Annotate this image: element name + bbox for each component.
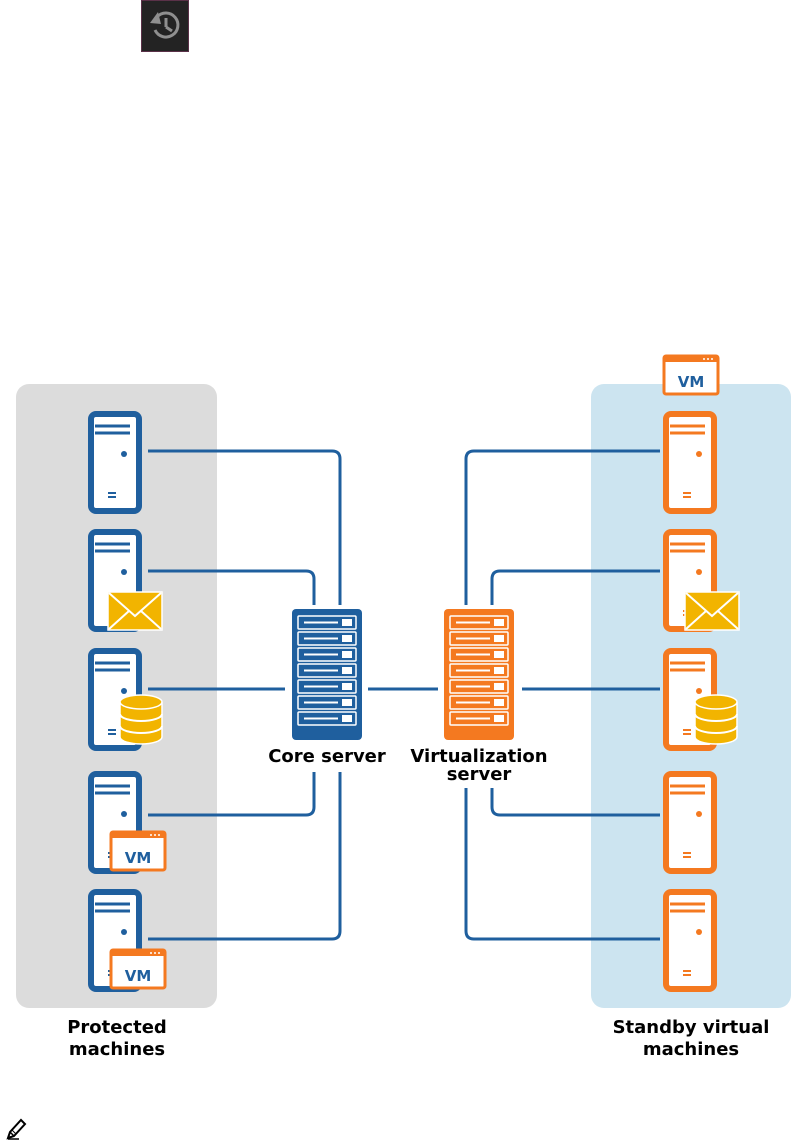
svg-text:VM: VM bbox=[678, 373, 705, 391]
mail-icon bbox=[107, 591, 163, 631]
standby-vm-badge: VM bbox=[662, 354, 720, 396]
standby-connections bbox=[464, 449, 660, 941]
pencil-note-icon bbox=[6, 1117, 28, 1145]
connection-line bbox=[464, 449, 660, 605]
virtualization-server-label-line1: Virtualization bbox=[410, 746, 547, 767]
svg-text:VM: VM bbox=[125, 967, 152, 985]
database-icon bbox=[119, 694, 163, 745]
protected-machines-label-line1: Protected bbox=[67, 1017, 167, 1038]
virtualization-server-rack bbox=[444, 609, 514, 740]
replication-diagram: VM VM VM bbox=[16, 354, 791, 1060]
protected-connections bbox=[148, 449, 438, 941]
standby-machines-label-line1: Standby virtual bbox=[613, 1017, 770, 1038]
svg-text:VM: VM bbox=[125, 849, 152, 867]
core-server-label: Core server bbox=[268, 746, 386, 767]
connection-line bbox=[148, 772, 316, 817]
vm-badge: VM bbox=[109, 830, 167, 872]
protected-machine: VM bbox=[91, 892, 167, 990]
standby-machine bbox=[666, 414, 714, 511]
connection-line bbox=[148, 569, 316, 605]
standby-machine bbox=[666, 774, 714, 871]
connection-line bbox=[148, 772, 342, 941]
connection-line bbox=[490, 569, 660, 605]
connection-line bbox=[464, 788, 660, 941]
database-icon bbox=[694, 694, 738, 745]
vm-badge: VM bbox=[109, 948, 167, 990]
protected-machine: VM bbox=[91, 774, 167, 872]
protected-machines-label-line2: machines bbox=[69, 1039, 165, 1060]
core-server-rack bbox=[292, 609, 362, 740]
connection-line bbox=[148, 449, 342, 605]
connection-line bbox=[490, 788, 660, 817]
standby-machines-label-line2: machines bbox=[643, 1039, 739, 1060]
history-restore-icon[interactable] bbox=[141, 0, 189, 52]
protected-machine bbox=[91, 414, 139, 511]
virtualization-server-label-line2: server bbox=[447, 764, 512, 785]
mail-icon bbox=[684, 591, 740, 631]
standby-machine bbox=[666, 892, 714, 989]
